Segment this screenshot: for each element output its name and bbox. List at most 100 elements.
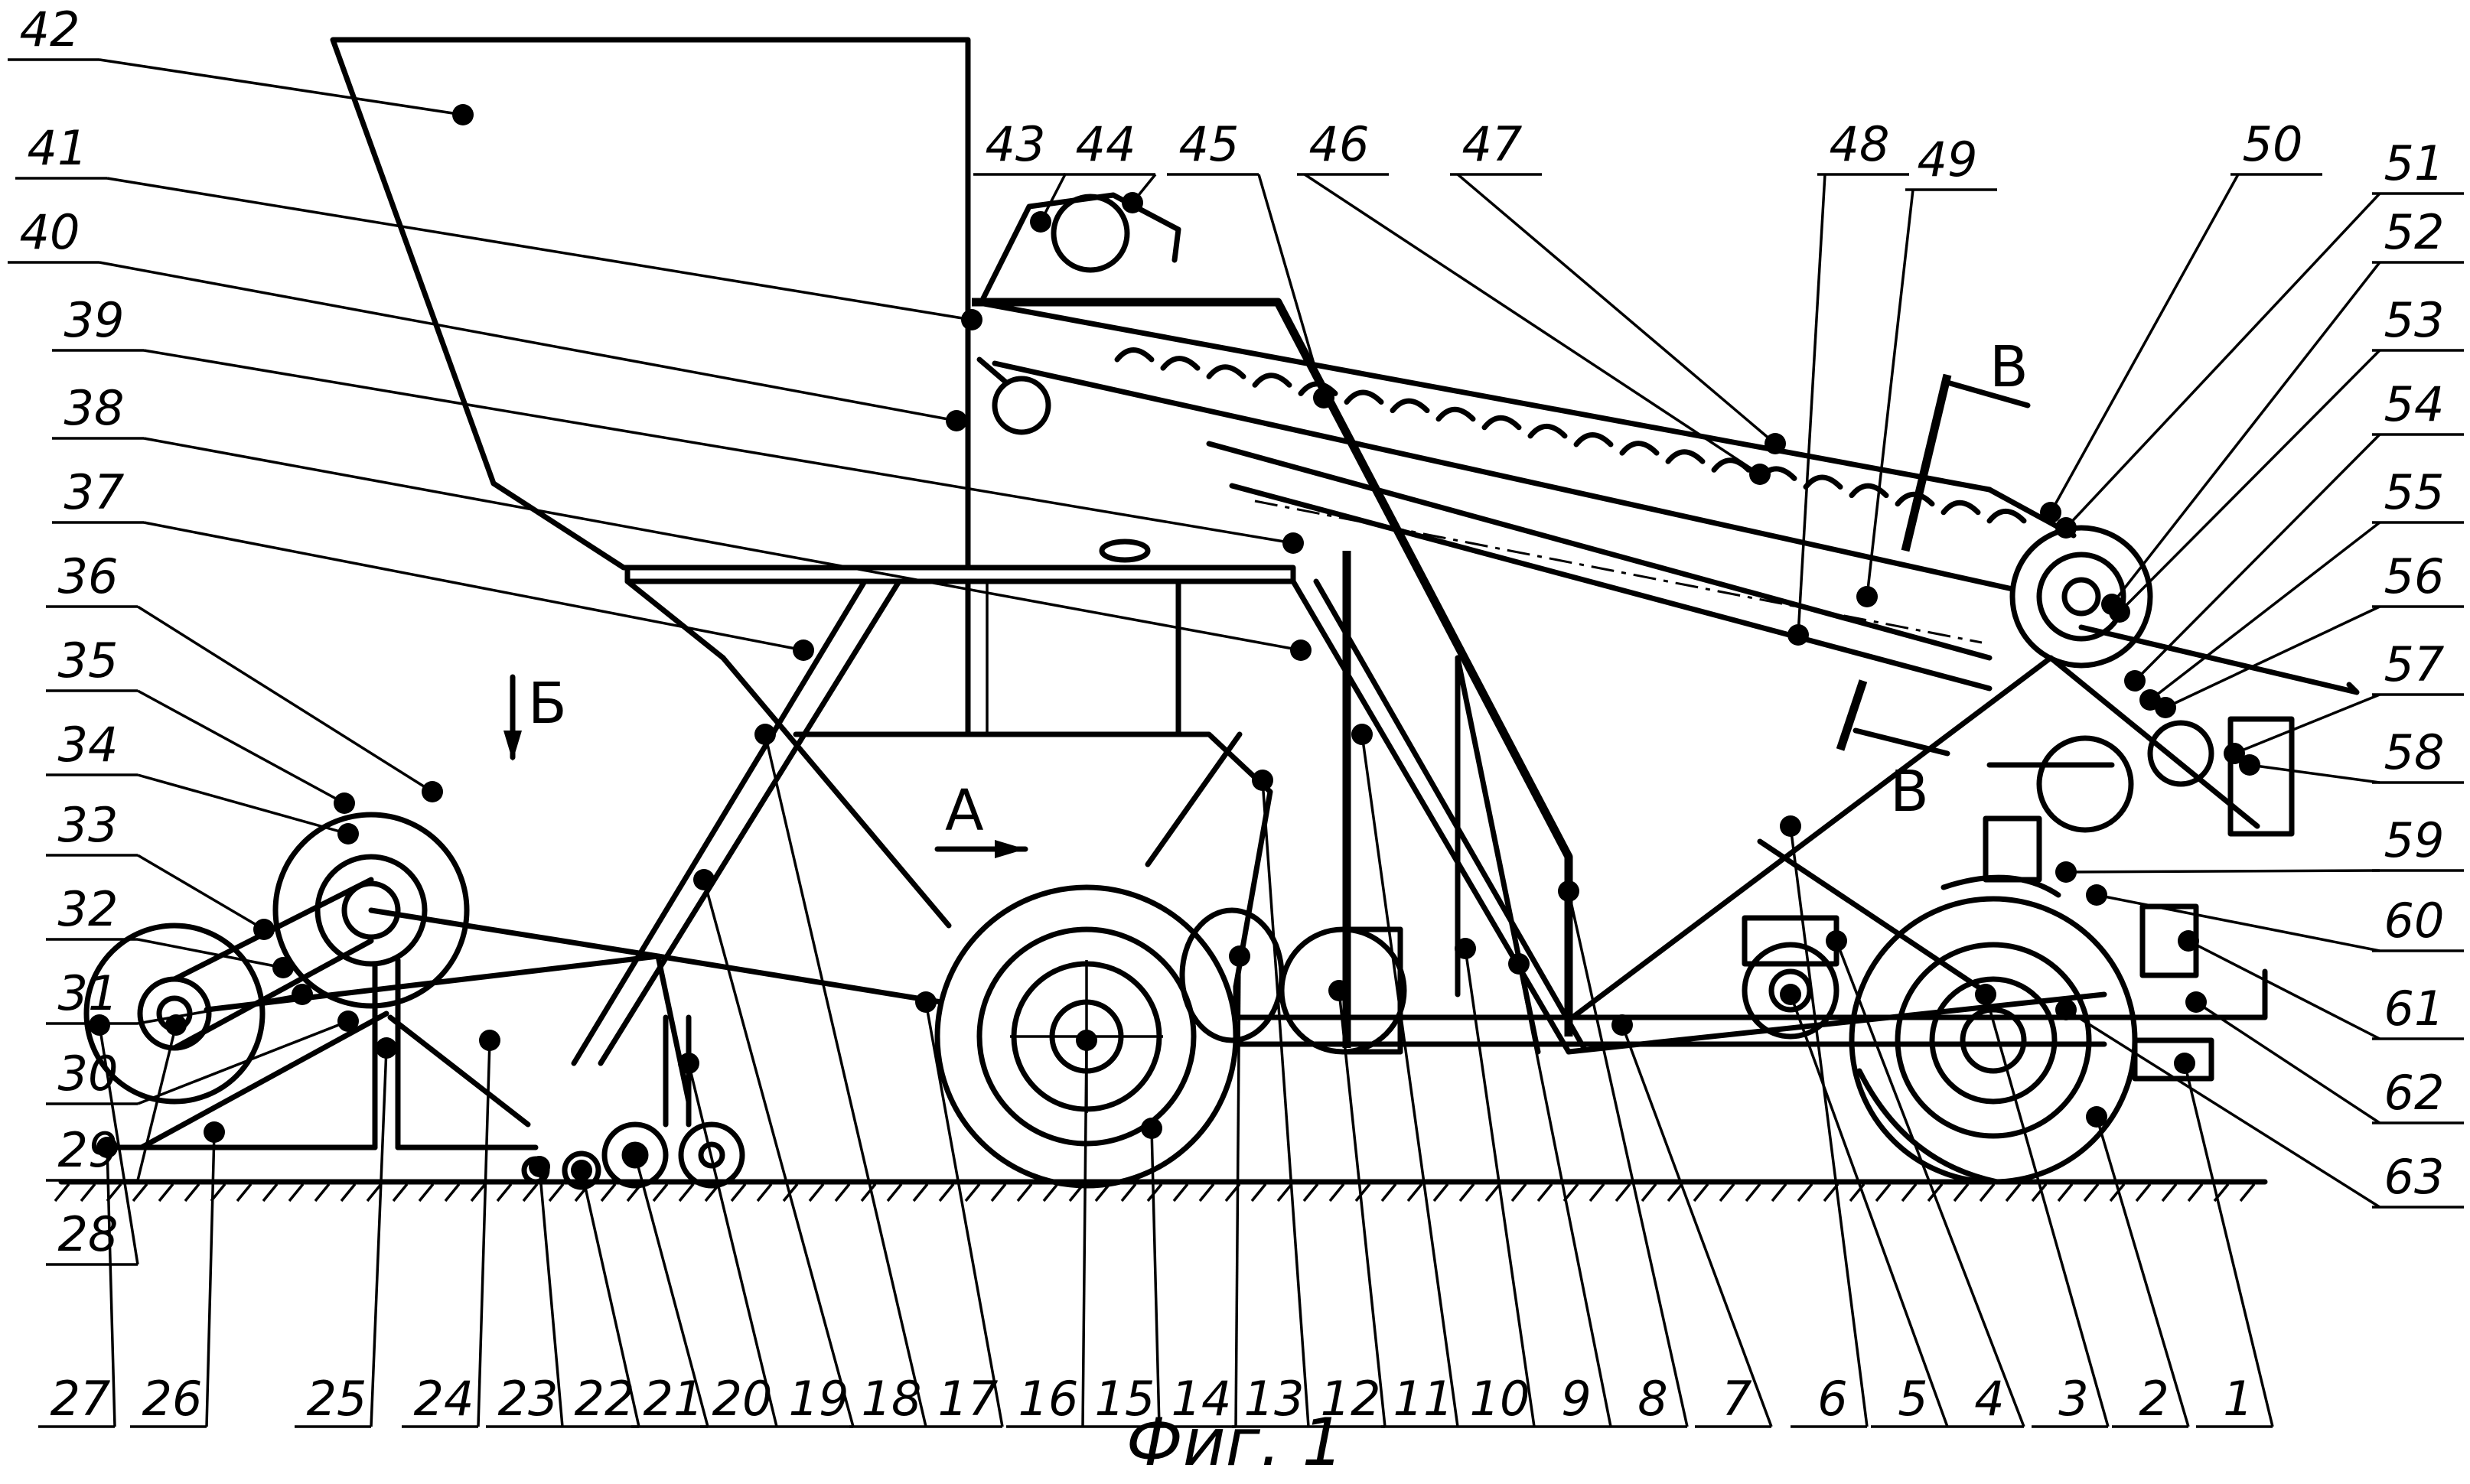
callout-dot [2086,1106,2107,1128]
section-mark-a: А [934,778,1028,858]
callout-dot [793,639,814,661]
callout-dot [1558,880,1579,902]
callout-dot [1780,815,1801,837]
callout-dot [1455,938,1476,959]
callout-label: 38 [64,380,125,436]
callout-label: 33 [58,797,119,853]
callout-dot [89,1014,110,1036]
callout-label: 43 [986,116,1046,172]
callout-dot [1290,639,1312,661]
top-drum [976,192,1181,435]
leader-line [1797,174,1826,636]
callout-dot [1252,770,1273,791]
callout-dot [337,1010,359,1032]
callout-dot [678,1053,699,1074]
callout-dot [452,104,474,125]
callout-dot [2124,670,2146,692]
callout-dot [2239,754,2260,776]
callout-dot [2185,991,2207,1013]
leader-lines [98,58,2381,1427]
callout-label: 29 [58,1122,119,1178]
callout-dot [1282,532,1304,554]
callout-label: 47 [1462,116,1523,172]
callout-dot [1076,1030,1097,1051]
section-mark-b-text: Б [528,671,567,737]
callout-label: 59 [2384,812,2445,868]
leader-line [2065,1008,2380,1209]
rear-wheel [1849,874,2138,1185]
callout-dot [292,984,313,1005]
callout-label: 36 [58,548,119,604]
callout-dot [529,1156,550,1177]
callout-label: 30 [58,1046,119,1102]
callout-dot [1508,953,1530,975]
callout-dot [1313,387,1334,408]
callout-label: 56 [2384,548,2445,604]
callout-label: 57 [2384,636,2445,692]
leader-line [1621,1024,1773,1427]
leader-line [370,1047,388,1427]
callout-dot [1328,980,1350,1001]
callout-dot [422,781,443,802]
callout-label: 54 [2384,376,2445,432]
callout-label: 45 [1179,116,1240,172]
section-mark-b: Б [503,671,567,761]
leader-line [1835,940,2025,1427]
callout-dot [2086,884,2107,906]
leader-line [2195,1001,2380,1124]
callout-dot [272,957,294,978]
callout-dot [754,724,776,745]
callout-label: 52 [2384,204,2445,260]
callout-label: 22 [575,1371,635,1427]
callout-label: 32 [58,881,119,937]
leader-line [98,1024,139,1265]
callout-dot [253,919,275,940]
leader-line [2110,261,2381,606]
callout-dot [1780,984,1801,1005]
callout-dot [165,1014,187,1036]
ground [54,1179,2268,1202]
callout-label: 60 [2384,893,2445,949]
leader-line [2183,1063,2274,1427]
leader-line [1081,1040,1088,1427]
leader-line [137,938,284,969]
callout-label: 44 [1076,116,1136,172]
leader-line [538,1166,564,1427]
leader-line [687,1063,778,1427]
callout-dot [946,410,967,431]
callout-label: 27 [51,1371,111,1427]
callout-label: 10 [1470,1371,1530,1427]
callout-label: 15 [1095,1371,1155,1427]
callout-dot [2055,999,2077,1020]
inner-drive [1742,838,1993,1040]
section-mark-a-text: А [945,778,984,844]
rollers [1179,907,1407,1055]
callout-label: 39 [64,292,125,348]
leader-line [143,521,804,652]
callout-label: 14 [1171,1371,1232,1427]
hopper [330,37,1296,661]
leader-line [137,605,433,793]
leader-line [143,437,1302,652]
callout-label: 8 [1637,1371,1667,1427]
callout-dot [479,1030,500,1051]
leader-line [1150,1128,1161,1427]
leader-line [2149,521,2381,701]
leader-line [106,177,973,321]
callout-label: 58 [2384,724,2445,780]
leader-line [137,1020,349,1105]
callout-dot [2174,1053,2195,1074]
callout-label: 6 [1817,1371,1847,1427]
callout-label: 62 [2384,1065,2445,1121]
frame-panel [986,539,1180,736]
callout-label: 25 [307,1371,367,1427]
callout-label: 40 [20,204,80,260]
leader-line [2064,192,2381,529]
leader-line [634,1154,709,1427]
inclined-conveyor [973,299,2360,695]
callout-dot [571,1160,592,1181]
callout-dot [1141,1118,1162,1139]
callout-label: 50 [2243,116,2303,172]
leader-line [2095,1116,2190,1427]
leader-line [1517,963,1612,1427]
